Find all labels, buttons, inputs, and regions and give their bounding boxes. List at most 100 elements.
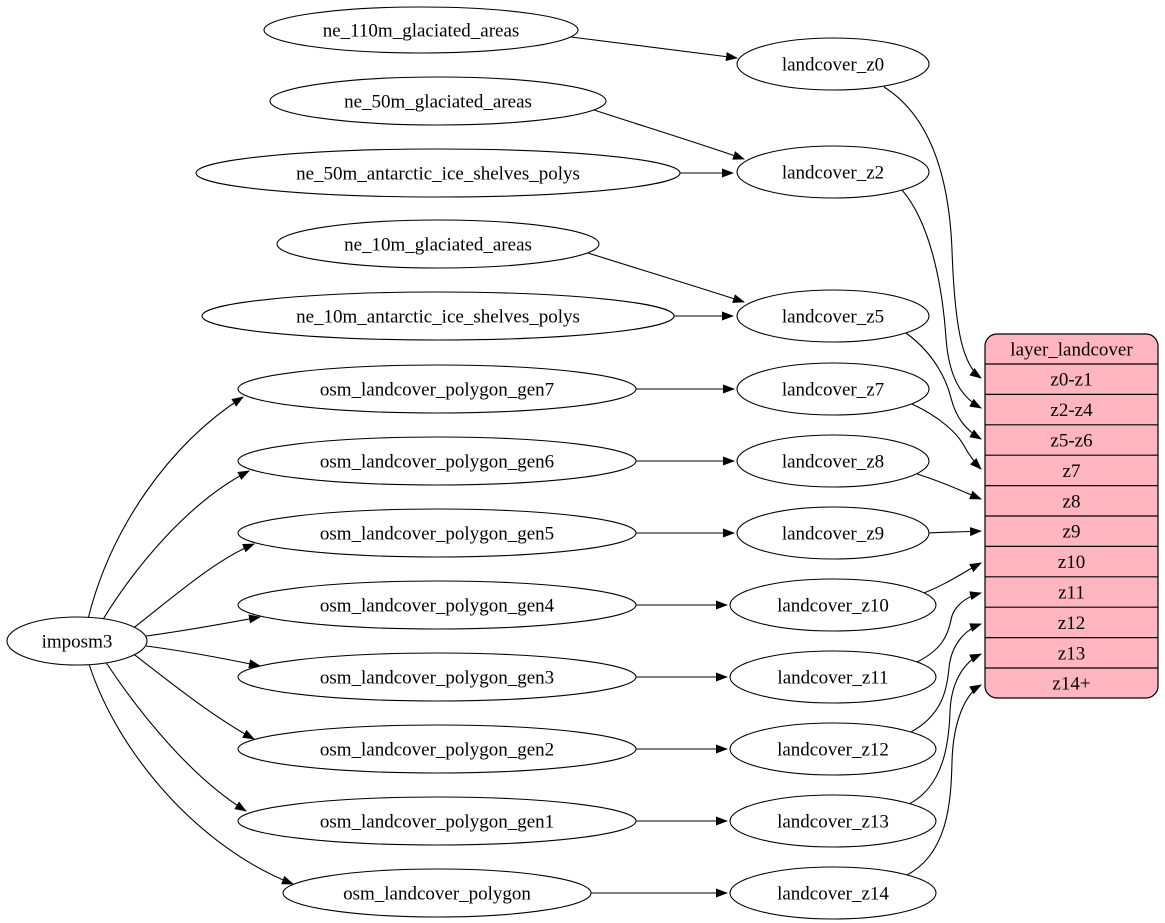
node-label: osm_landcover_polygon_gen7	[320, 380, 554, 401]
node-label: landcover_z7	[782, 380, 884, 401]
table-row-z5-z6: z5-z6	[1050, 431, 1092, 452]
edge-imposm3-to-osm_landcover_polygon_gen7	[87, 396, 244, 620]
table-row-z10: z10	[1058, 552, 1085, 573]
node-shape	[269, 76, 607, 126]
node-landcover_z11: landcover_z11	[729, 650, 937, 704]
node-label: landcover_z13	[777, 812, 889, 833]
node-osm_landcover_polygon_gen1: osm_landcover_polygon_gen1	[237, 796, 637, 846]
node-landcover_z0: landcover_z0	[736, 37, 930, 91]
edge-imposm3-to-osm_landcover_polygon_gen3	[145, 645, 261, 669]
edge-landcover_z10-to-layer_landcover-z10	[923, 562, 982, 594]
node-ne_50m_antarctic_ice_shelves_polys: ne_50m_antarctic_ice_shelves_polys	[195, 148, 681, 198]
edge-imposm3-to-osm_landcover_polygon_gen1	[104, 660, 247, 812]
table-layer_landcover: layer_landcover z0-z1 z2-z4 z5-z6 z7 z8 z9 z10 z…	[984, 333, 1159, 699]
table-title: layer_landcover	[1010, 340, 1133, 361]
node-label: landcover_z14	[777, 884, 889, 905]
node-shape	[237, 724, 637, 774]
node-landcover_z13: landcover_z13	[729, 794, 937, 848]
node-landcover_z8: landcover_z8	[736, 434, 930, 488]
edge-landcover_z7-to-layer_landcover-z7	[911, 403, 982, 470]
node-label: ne_50m_glaciated_areas	[344, 92, 532, 113]
edge-landcover_z13-to-layer_landcover-z13	[908, 653, 982, 805]
node-landcover_z9: landcover_z9	[736, 506, 930, 560]
node-label: osm_landcover_polygon_gen4	[320, 596, 555, 617]
node-shape	[237, 508, 637, 558]
node-osm_landcover_polygon_gen4: osm_landcover_polygon_gen4	[237, 580, 637, 630]
table-row-z13: z13	[1058, 643, 1085, 664]
node-shape	[276, 219, 600, 269]
node-label: landcover_z11	[777, 668, 888, 689]
node-shape	[736, 145, 930, 199]
node-label: ne_110m_glaciated_areas	[323, 21, 520, 42]
node-osm_landcover_polygon_gen2: osm_landcover_polygon_gen2	[237, 724, 637, 774]
node-label: landcover_z0	[782, 55, 884, 76]
node-shape	[6, 616, 148, 666]
edges-group	[87, 36, 982, 898]
edge-imposm3-to-osm_landcover_polygon	[88, 663, 294, 885]
node-osm_landcover_polygon: osm_landcover_polygon	[282, 868, 592, 918]
node-label: osm_landcover_polygon_gen1	[320, 812, 554, 833]
node-shape	[237, 796, 637, 846]
node-landcover_z14: landcover_z14	[729, 866, 937, 920]
node-landcover_z7: landcover_z7	[736, 362, 930, 416]
node-label: ne_10m_glaciated_areas	[344, 235, 532, 256]
node-shape	[237, 652, 637, 702]
edge-landcover_z8-to-layer_landcover-z8	[916, 473, 982, 500]
node-label: osm_landcover_polygon_gen6	[320, 452, 554, 473]
node-label: landcover_z5	[782, 307, 884, 328]
node-shape	[736, 506, 930, 560]
node-landcover_z2: landcover_z2	[736, 145, 930, 199]
node-osm_landcover_polygon_gen7: osm_landcover_polygon_gen7	[237, 364, 637, 414]
node-landcover_z10: landcover_z10	[729, 578, 937, 632]
node-shape	[237, 364, 637, 414]
node-shape	[201, 291, 675, 341]
node-label: osm_landcover_polygon_gen3	[320, 668, 554, 689]
table-row-z0-z1: z0-z1	[1050, 370, 1092, 391]
node-ne_10m_glaciated_areas: ne_10m_glaciated_areas	[276, 219, 600, 269]
table-row-z9: z9	[1063, 522, 1081, 543]
table-row-z11: z11	[1058, 583, 1085, 604]
node-label: landcover_z10	[777, 596, 889, 617]
node-shape	[237, 436, 637, 486]
node-ne_110m_glaciated_areas: ne_110m_glaciated_areas	[263, 6, 579, 54]
node-landcover_z12: landcover_z12	[729, 722, 937, 776]
table-row-z8: z8	[1063, 491, 1081, 512]
node-shape	[729, 722, 937, 776]
node-label: landcover_z9	[782, 524, 884, 545]
node-shape	[237, 580, 637, 630]
node-shape	[282, 868, 592, 918]
node-imposm3: imposm3	[6, 616, 148, 666]
edge-landcover_z2-to-layer_landcover-z2-z4	[901, 189, 982, 409]
node-shape	[729, 578, 937, 632]
edge-landcover_z0-to-layer_landcover-z0-z1	[883, 86, 982, 379]
node-ne_10m_antarctic_ice_shelves_polys: ne_10m_antarctic_ice_shelves_polys	[201, 291, 675, 341]
edge-landcover_z11-to-layer_landcover-z11	[916, 591, 982, 663]
node-label: osm_landcover_polygon_gen2	[320, 740, 554, 761]
edge-imposm3-to-osm_landcover_polygon_gen5	[130, 543, 255, 631]
edge-imposm3-to-osm_landcover_polygon_gen6	[101, 470, 250, 622]
node-shape	[729, 866, 937, 920]
edge-imposm3-to-osm_landcover_polygon_gen2	[130, 651, 255, 740]
node-label: imposm3	[42, 632, 113, 653]
table-row-z12: z12	[1058, 613, 1085, 634]
edge-ne_110m_glaciated_areas-to-landcover_z0	[570, 36, 738, 62]
node-osm_landcover_polygon_gen3: osm_landcover_polygon_gen3	[237, 652, 637, 702]
table-row-z2-z4: z2-z4	[1050, 400, 1093, 421]
node-shape	[729, 794, 937, 848]
node-shape	[736, 37, 930, 91]
node-label: osm_landcover_polygon_gen5	[320, 524, 554, 545]
edge-ne_50m_glaciated_areas-to-landcover_z2	[593, 109, 745, 160]
node-label: osm_landcover_polygon	[343, 884, 531, 905]
node-landcover_z5: landcover_z5	[736, 289, 930, 343]
edge-ne_10m_glaciated_areas-to-landcover_z5	[587, 252, 745, 303]
node-shape	[263, 6, 579, 54]
node-label: landcover_z2	[782, 163, 884, 184]
node-shape	[195, 148, 681, 198]
table-row-z7: z7	[1063, 461, 1081, 482]
node-label: landcover_z8	[782, 452, 884, 473]
edge-landcover_z9-to-layer_landcover-z9	[928, 527, 982, 537]
node-shape	[729, 650, 937, 704]
edge-imposm3-to-osm_landcover_polygon_gen4	[145, 614, 261, 637]
